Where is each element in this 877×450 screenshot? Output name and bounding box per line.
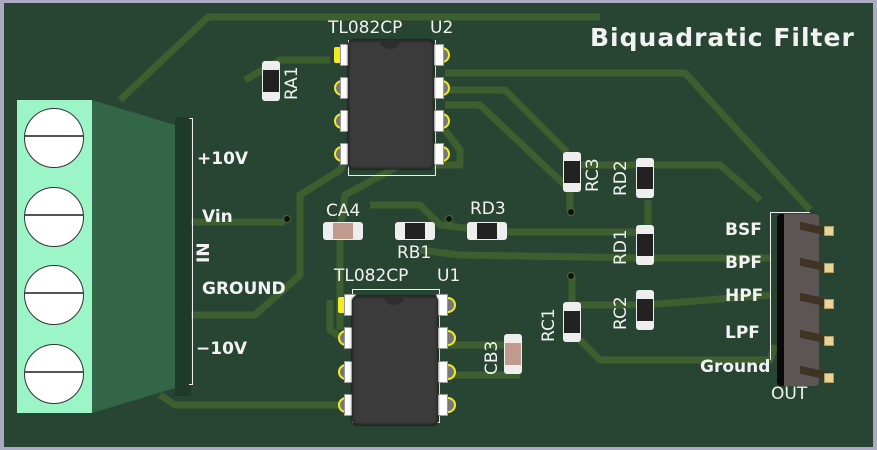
pin-label-bsf: BSF [725,220,762,240]
ref-rd2: RD2 [611,160,631,196]
ref-rc2: RC2 [611,296,631,330]
resistor-rd1[interactable] [636,225,654,265]
resistor-body [477,223,497,239]
trace [117,13,600,103]
pin-tip-hpf[interactable] [824,299,834,309]
resistor-body [405,223,425,239]
ref-ra1: RA1 [282,66,302,100]
ic-notch [384,296,404,305]
ref-cb3: CB3 [482,340,502,375]
capacitor-cb3[interactable] [504,334,522,374]
ic-ref-label: U2 [430,18,454,38]
ic-value-label: TL082CP [334,266,409,286]
connector-ref-out: OUT [771,384,808,404]
screw-terminal-1[interactable] [24,108,84,168]
capacitor-ca4[interactable] [323,222,363,240]
pin-tip-ground[interactable] [824,373,834,383]
resistor-body [637,299,653,321]
ic-ref-label: U1 [437,266,461,286]
screw-terminal-2[interactable] [24,187,84,247]
resistor-ra1[interactable] [262,61,280,101]
capacitor-body [505,343,521,365]
pin-label-bpf: BPF [725,253,763,273]
trace [419,246,770,262]
ic-body [352,296,438,425]
resistor-rd2[interactable] [636,158,654,198]
resistor-body [564,161,580,183]
trace [445,69,813,213]
pin-label-ground-out: Ground [700,357,771,377]
resistor-rc1[interactable] [563,302,581,342]
ref-ca4: CA4 [326,201,361,221]
resistor-rc2[interactable] [636,290,654,330]
resistor-rd3[interactable] [467,222,507,240]
via [283,215,291,223]
resistor-rb1[interactable] [395,222,435,240]
trace [243,56,330,84]
pin-label-vin: Vin [202,207,233,227]
screw-terminal-4[interactable] [24,344,84,404]
screw-terminal-3[interactable] [24,265,84,325]
via [567,208,575,216]
trace [445,101,574,210]
pin-label-hpf: HPF [725,286,764,306]
pin-tip-bsf[interactable] [824,226,834,236]
pin-label-plus10v: +10V [197,149,249,169]
pin-label-lpf: LPF [725,323,760,343]
trace [158,392,340,409]
ref-rc1: RC1 [539,308,559,342]
silkscreen-outline [189,118,193,385]
terminal-block-side [92,100,175,413]
pin-tip-bpf[interactable] [824,263,834,273]
pin-label-ground: GROUND [202,279,286,299]
pin-label-minus10v: −10V [196,339,248,359]
ref-rc3: RC3 [583,158,603,192]
trace [370,201,640,236]
terminal-block-back [175,117,191,396]
ref-rb1: RB1 [397,243,432,263]
trace [190,158,349,319]
ic-value-label: TL082CP [328,18,403,38]
resistor-body [637,167,653,189]
resistor-body [564,311,580,333]
silkscreen-outline [770,212,810,360]
resistor-body [263,70,279,92]
ic-body [348,40,434,169]
resistor-body [637,234,653,256]
capacitor-body [333,223,353,239]
board-title: Biquadratic Filter [590,23,855,52]
resistor-rc3[interactable] [563,152,581,192]
via [567,272,575,280]
pin-tip-lpf[interactable] [824,336,834,346]
via [445,215,453,223]
ref-rd3: RD3 [470,199,506,219]
ic-notch [380,40,400,49]
connector-ref-in: IN [194,242,214,263]
trace [577,337,779,364]
ref-rd1: RD1 [611,229,631,265]
